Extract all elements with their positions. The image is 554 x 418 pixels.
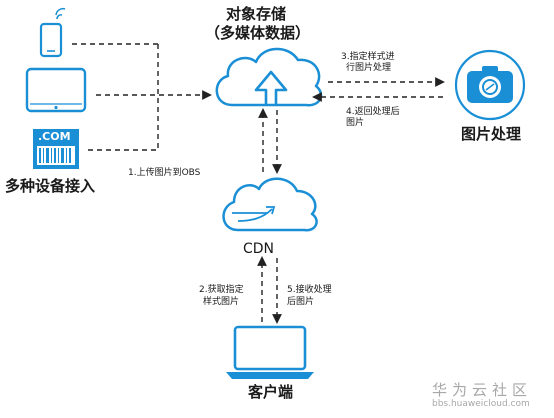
smartphone-icon xyxy=(39,7,66,58)
watermark-url: bbs.huaweicloud.com xyxy=(432,399,530,409)
barcode-com-icon xyxy=(33,129,79,169)
edge-label-step5-line1: 5.接收处理 xyxy=(287,285,332,295)
edge-label-step5-line2: 后图片 xyxy=(287,297,315,307)
laptop-icon xyxy=(226,325,314,379)
edge-label-step4-line2: 图片 xyxy=(346,118,365,128)
edge-label-step2-line1: 2.获取指定 xyxy=(199,285,244,295)
client-label: 客户端 xyxy=(248,383,294,401)
tablet-icon xyxy=(25,67,87,113)
edge-label-step3-line2: 行图片处理 xyxy=(346,63,392,73)
edge-label-step3-line1: 3.指定样式进 xyxy=(341,52,395,62)
image-processing-label: 图片处理 xyxy=(461,125,522,143)
storage-title-line2: （多媒体数据） xyxy=(205,24,311,42)
camera-icon xyxy=(454,49,526,121)
cdn-label: CDN xyxy=(243,241,275,257)
com-badge-text: .COM xyxy=(38,130,71,143)
cdn-cloud-icon xyxy=(222,177,318,232)
edge-label-upload: 1.上传图片到OBS xyxy=(128,168,201,178)
watermark-brand: 华为云社区 xyxy=(432,381,533,399)
storage-title-line1: 对象存储 xyxy=(226,5,287,23)
edge-label-step4-line1: 4.返回处理后 xyxy=(346,107,400,117)
devices-label: 多种设备接入 xyxy=(5,177,96,195)
object-storage-cloud-icon xyxy=(215,47,323,107)
edge-label-step2-line2: 样式图片 xyxy=(203,297,240,307)
